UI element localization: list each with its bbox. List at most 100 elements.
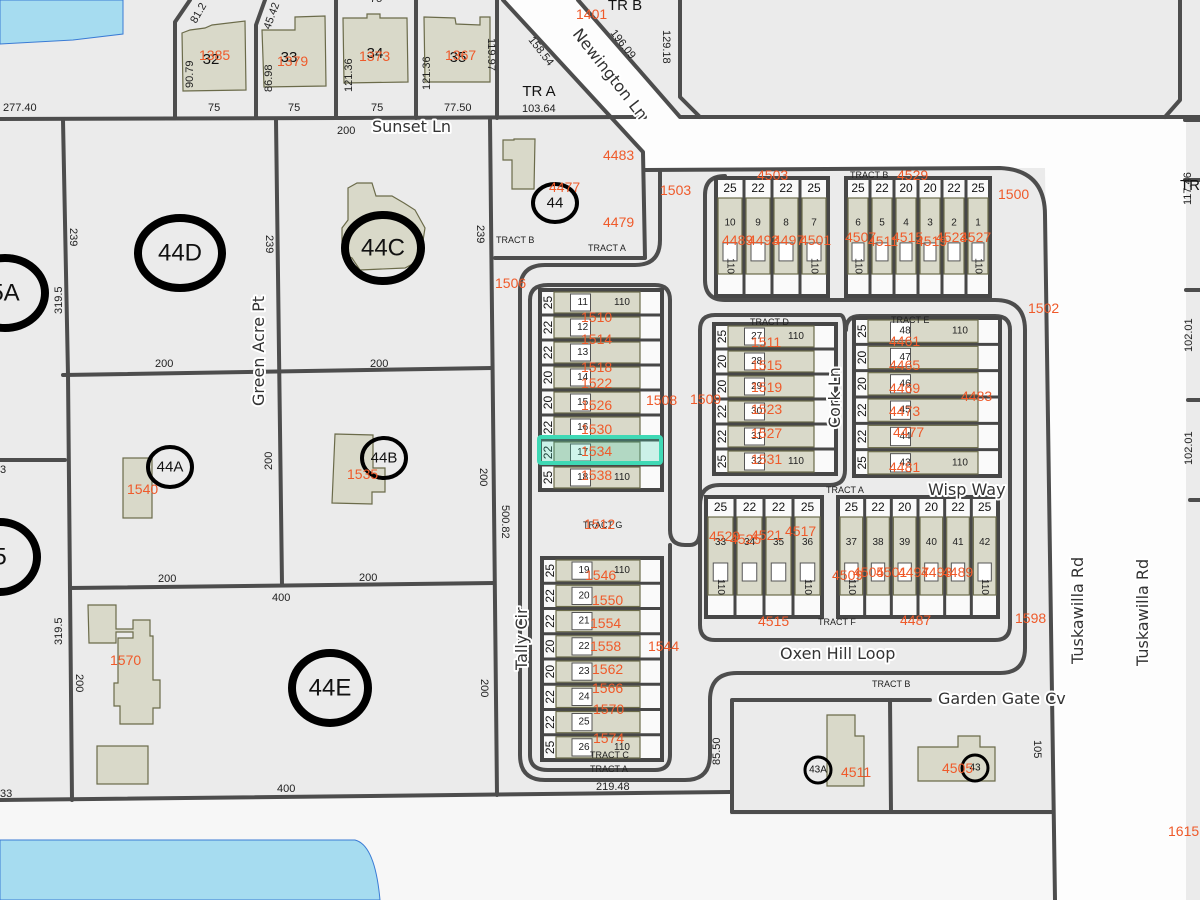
townhome-unit[interactable]: 2217	[540, 438, 662, 464]
selected-parcel-highlight[interactable]	[537, 435, 663, 465]
parcel-id-marker[interactable]: 44	[531, 182, 579, 224]
address-label[interactable]: 1546	[585, 567, 616, 583]
address-label[interactable]: 4511	[868, 233, 898, 249]
parcel-id-marker[interactable]: 44B	[360, 436, 408, 480]
address-label[interactable]: 4505	[942, 760, 973, 776]
address-label[interactable]: 4521	[751, 527, 782, 543]
townhome-unit[interactable]: 225	[868, 178, 893, 296]
address-label[interactable]: 1508	[646, 392, 677, 408]
address-label[interactable]: 1379	[277, 53, 308, 69]
address-label[interactable]: 4489	[942, 564, 973, 580]
address-label[interactable]: 1367	[445, 47, 476, 63]
address-label[interactable]: 1511	[751, 334, 781, 350]
townhome-unit[interactable]: 229	[742, 178, 771, 296]
parcel-id-marker[interactable]: 44C	[341, 211, 425, 285]
address-label[interactable]: 4523	[936, 229, 967, 245]
address-label[interactable]: 1530	[581, 421, 612, 437]
address-label[interactable]: 4477	[893, 424, 924, 440]
parcel-id-marker[interactable]: 44D	[134, 214, 226, 292]
address-label[interactable]: 4515	[892, 229, 923, 245]
address-label[interactable]: 1512	[584, 516, 615, 532]
address-label[interactable]: 4477	[549, 179, 580, 195]
parcel-id-marker[interactable]: 5A	[0, 254, 49, 332]
parcel-id-marker[interactable]: 44A	[146, 445, 194, 489]
address-label[interactable]: 4529	[897, 167, 928, 183]
address-label[interactable]: 4509	[832, 567, 863, 583]
address-label[interactable]: 4489	[722, 232, 753, 248]
address-label[interactable]: 1598	[1015, 610, 1046, 626]
address-label[interactable]: 4497	[773, 232, 804, 248]
address-label[interactable]: 4517	[785, 523, 816, 539]
address-label[interactable]: 1574	[593, 730, 624, 746]
address-label[interactable]: 1522	[581, 375, 612, 391]
address-label[interactable]: 4481	[889, 459, 920, 475]
street-name-label[interactable]: Tally Cir	[510, 605, 533, 673]
address-label[interactable]: 1570	[593, 701, 624, 717]
address-label[interactable]: 1503	[660, 182, 691, 198]
street-name-label[interactable]: Cork Ln	[823, 365, 846, 430]
address-label[interactable]: 1502	[1028, 300, 1059, 316]
address-label[interactable]: 4473	[889, 403, 920, 419]
townhome-unit[interactable]: 203	[916, 178, 941, 296]
address-label[interactable]: 1401	[576, 6, 607, 22]
parcel-id-marker[interactable]: 5	[0, 518, 41, 596]
street-name-label[interactable]: Tuskawilla Rd	[1131, 557, 1154, 669]
address-label[interactable]: 1509	[690, 391, 721, 407]
address-label[interactable]: 1554	[590, 615, 621, 631]
address-label[interactable]: 1550	[592, 592, 623, 608]
address-label[interactable]: 1373	[359, 48, 390, 64]
address-label[interactable]: 1526	[581, 397, 612, 413]
address-label[interactable]: 4527	[960, 229, 991, 245]
address-label[interactable]: 1523	[751, 401, 782, 417]
address-label[interactable]: 4469	[889, 380, 920, 396]
address-label[interactable]: 4483	[961, 388, 992, 404]
address-label[interactable]: 1519	[751, 379, 782, 395]
address-label[interactable]: 4529	[709, 528, 740, 544]
address-label[interactable]: 4479	[603, 214, 634, 230]
address-label[interactable]: 4505	[853, 564, 884, 580]
address-label[interactable]: 1558	[590, 638, 621, 654]
address-label[interactable]: 1540	[127, 481, 158, 497]
address-label[interactable]: 4501	[800, 232, 831, 248]
parcel-id-marker[interactable]: 44E	[288, 649, 372, 727]
address-label[interactable]: 4483	[603, 147, 634, 163]
address-label[interactable]: 1570	[110, 652, 141, 668]
address-label[interactable]: 1615	[1168, 823, 1199, 839]
address-label[interactable]: 4511	[841, 764, 871, 780]
address-label[interactable]: 4515	[758, 613, 789, 629]
address-label[interactable]: 4461	[889, 333, 920, 349]
address-label[interactable]: 1531	[751, 451, 782, 467]
address-label[interactable]: 1562	[592, 661, 623, 677]
street-name-label[interactable]: Wisp Way	[926, 478, 1008, 501]
address-label[interactable]: 4493	[921, 564, 952, 580]
street-name-label[interactable]: Garden Gate Cv	[936, 687, 1068, 710]
street-name-label[interactable]: Oxen Hill Loop	[778, 642, 897, 665]
address-label[interactable]: 1535	[347, 466, 378, 482]
address-label[interactable]: 1518	[581, 359, 612, 375]
